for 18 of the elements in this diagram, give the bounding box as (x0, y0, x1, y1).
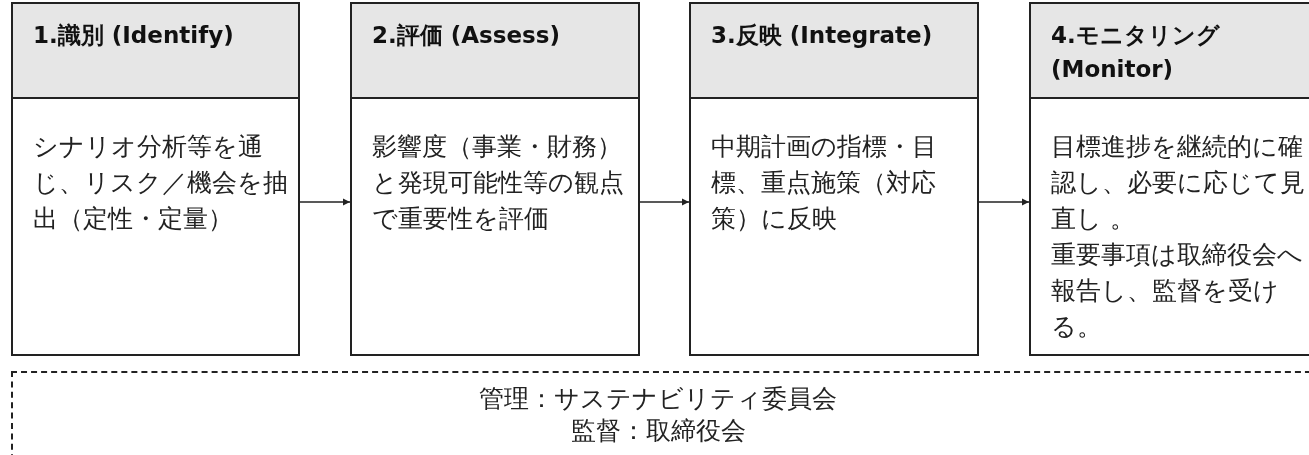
step-description: 影響度（事業・財務）と発現可能性等の観点で重要性を評価 (372, 131, 625, 235)
step-description: 中期計画の指標・目標、重点施策（対応策）に反映 (711, 131, 938, 235)
step-description: シナリオ分析等を通じ、リスク／機会を抽出（定性・定量） (33, 131, 288, 235)
process-box (689, 2, 979, 356)
step-description: 重要事項は取締役会へ報告し、監督を受ける。 (1051, 239, 1304, 343)
step-title: 2.評価 (Assess) (372, 21, 561, 50)
arrow (299, 198, 351, 206)
step-title: 4.モニタリング (Monitor) (1051, 21, 1221, 84)
process-box (1029, 2, 1309, 356)
step-title: 3.反映 (Integrate) (711, 21, 934, 50)
governance-text: 管理：サステナビリティ委員会 (478, 383, 838, 415)
step-title: 1.識別 (Identify) (33, 21, 235, 50)
arrow (978, 198, 1030, 206)
step-description: 目標進捗を継続的に確認し、必要に応じて見直し 。 (1051, 131, 1306, 235)
process-box (11, 2, 300, 356)
governance-text: 監督：取締役会 (569, 415, 747, 447)
arrow (639, 198, 690, 206)
process-box (350, 2, 640, 356)
